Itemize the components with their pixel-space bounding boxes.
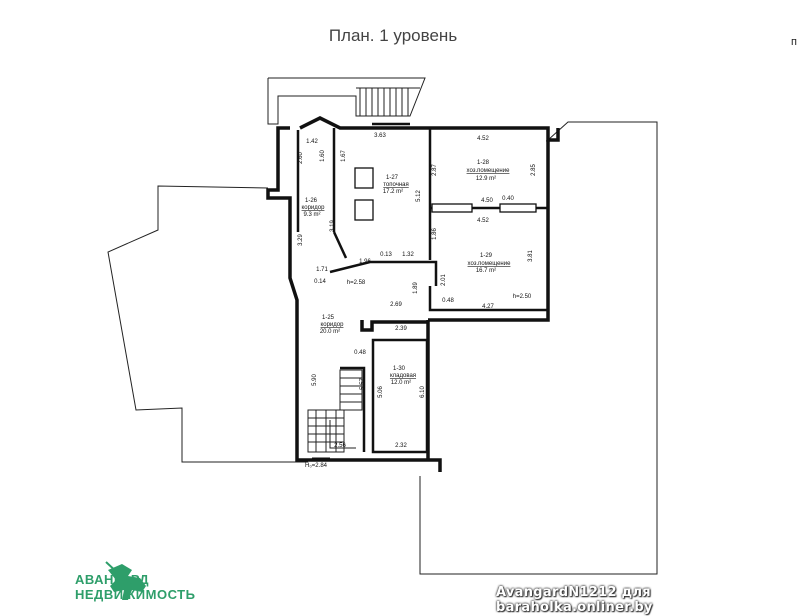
dim: 0.48 [354,350,366,356]
room-1-26-id: 1-26 [305,198,318,204]
dim: 4.50 [481,198,493,204]
room-1-28-area: 12.9 m² [476,176,496,182]
dim: h=2.50 [513,294,532,300]
corner-mark: п [791,36,797,48]
dim: 0.13 [380,252,392,258]
boiler-equipment [354,167,537,221]
room-1-28-name: хоз.помещение [467,168,511,174]
room-1-27-name: топочная [383,182,409,188]
room-1-28-id: 1-28 [477,160,490,166]
dim: 2.85 [531,164,537,176]
dim: 1.71 [316,267,328,273]
room-1-27-id: 1-27 [386,175,399,181]
dim: 0.14 [314,279,326,285]
dim: 4.27 [482,304,494,310]
dim: 5.12 [416,190,422,202]
dim: 1.89 [413,282,419,294]
dim: 3.63 [374,133,386,139]
dim: 1.42 [306,139,318,145]
dim: 3.29 [298,234,304,246]
room-1-25-area: 20.0 m² [320,329,340,335]
logo-line1: АВАНГАРД [75,572,149,587]
dim: 1.60 [320,150,326,162]
plan-title: План. 1 уровень [328,26,458,45]
room-1-29-name: хоз.помещение [468,261,512,267]
dim: 3.81 [528,250,534,262]
room-1-25-id: 1-25 [322,315,335,321]
staircase [307,369,363,453]
room-1-30-name: кладовая [390,373,416,379]
dim: 5.90 [312,374,318,386]
dim: 2.39 [395,326,407,332]
knight-logo-icon [105,561,146,600]
dim: 5.57 [360,378,366,390]
dim: 1.86 [432,228,438,240]
room-1-26-area: 9.3 m² [303,212,320,218]
exterior-wall [266,126,442,472]
site-outline-right [419,121,658,575]
dim: 2.69 [390,302,402,308]
watermark: AvangardN1212 для baraholka.onliner.by [496,585,653,615]
room-1-30-walls [371,338,429,454]
room-1-27-area: 17.2 m² [383,189,403,195]
exterior-wall-right [428,140,550,322]
room-1-30-id: 1-30 [393,366,406,372]
stair-extension [267,77,426,125]
dim: 0.40 [502,196,514,202]
dim: 2.01 [441,274,447,286]
exterior-wall-top [299,116,560,142]
room-1-29-area: 16.7 m² [476,268,496,274]
room-1-25-name: коридор [321,322,345,328]
dim: 1.96 [359,259,371,265]
stair-hatch [359,88,409,116]
site-outline-left [107,185,308,463]
dim: 2.56 [334,443,346,449]
dim: 2.32 [395,443,407,449]
room-1-30-area: 12.0 m² [391,380,411,386]
dim: H₀=2.84 [305,463,328,469]
dim: 4.52 [477,218,489,224]
dim: 1.32 [402,252,414,258]
dim: 4.52 [477,136,489,142]
dim: 2.60 [298,152,304,164]
dim: h=2.58 [347,280,366,286]
dim: 2.87 [432,164,438,176]
dim: 6.10 [420,386,426,398]
dim: 5.06 [378,386,384,398]
inner-wall-1 [360,320,428,332]
dim: 1.67 [341,150,347,162]
room-1-29-id: 1-29 [480,253,493,259]
dim: 3.19 [330,220,336,232]
dim: 0.48 [442,298,454,304]
room-1-26-name: коридор [302,205,326,211]
logo-line2: НЕДВИЖИМОСТЬ [75,587,196,602]
